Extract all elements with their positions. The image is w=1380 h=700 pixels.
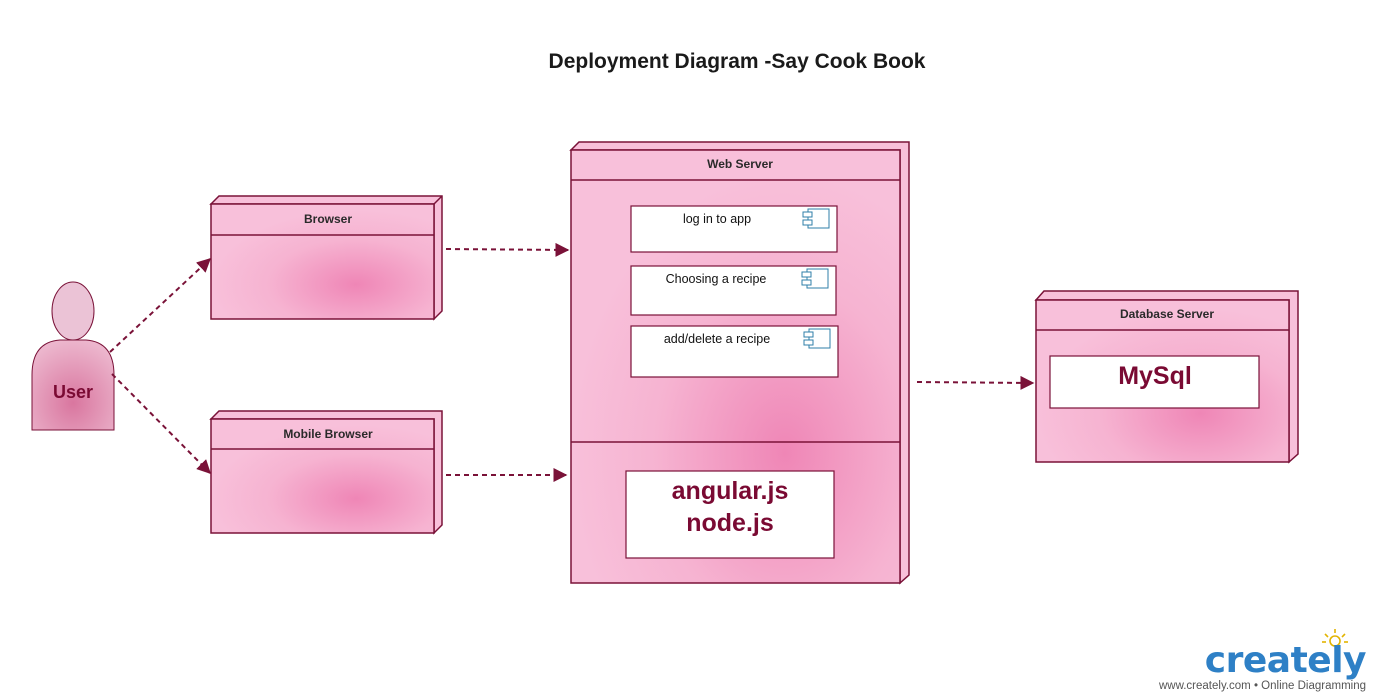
database-server-node[interactable]: Database Server MySql bbox=[1034, 290, 1299, 464]
user-head bbox=[51, 281, 95, 341]
mobile-browser-node-box bbox=[210, 418, 435, 534]
component-login-label: log in to app bbox=[683, 212, 751, 226]
component-add-delete-recipe-label: add/delete a recipe bbox=[664, 332, 770, 346]
component-icon bbox=[801, 268, 829, 289]
component-choosing-recipe-label: Choosing a recipe bbox=[666, 272, 767, 286]
mobile-browser-node[interactable]: Mobile Browser bbox=[209, 410, 443, 535]
browser-node[interactable]: Browser bbox=[209, 195, 443, 321]
web-server-node-title: Web Server bbox=[707, 157, 773, 171]
tech-stack-box[interactable]: angular.js node.js bbox=[625, 470, 835, 559]
mysql-label: MySql bbox=[1118, 362, 1192, 390]
web-server-node[interactable]: Web Server log in to app Choosing a reci… bbox=[569, 141, 910, 585]
component-login[interactable]: log in to app bbox=[630, 205, 838, 253]
mobile-browser-node-title: Mobile Browser bbox=[283, 427, 373, 441]
component-add-delete-recipe[interactable]: add/delete a recipe bbox=[630, 325, 839, 378]
tech-node: node.js bbox=[686, 509, 774, 537]
user-label: User bbox=[53, 382, 93, 402]
creately-tagline[interactable]: www.creately.com • Online Diagramming bbox=[1158, 680, 1366, 692]
diagram-title: Deployment Diagram -Say Cook Book bbox=[548, 50, 926, 73]
mysql-box[interactable]: MySql bbox=[1049, 355, 1260, 409]
browser-node-title: Browser bbox=[304, 212, 352, 226]
user-actor[interactable]: User bbox=[31, 281, 115, 431]
component-icon bbox=[802, 208, 830, 229]
browser-node-box bbox=[210, 203, 435, 320]
component-icon bbox=[803, 328, 831, 349]
user-body bbox=[31, 339, 115, 431]
component-choosing-recipe[interactable]: Choosing a recipe bbox=[630, 265, 837, 316]
edge-user-browser[interactable] bbox=[109, 258, 212, 353]
lightbulb-icon bbox=[1322, 629, 1348, 647]
creately-logo[interactable]: creately bbox=[1204, 640, 1367, 681]
edge-user-mobile-browser[interactable] bbox=[111, 373, 211, 474]
connectors bbox=[109, 242, 1035, 482]
database-server-node-title: Database Server bbox=[1120, 307, 1214, 321]
edge-browser-web-server[interactable] bbox=[445, 242, 570, 257]
tech-angular: angular.js bbox=[672, 477, 789, 505]
edge-web-server-database[interactable] bbox=[916, 375, 1035, 390]
